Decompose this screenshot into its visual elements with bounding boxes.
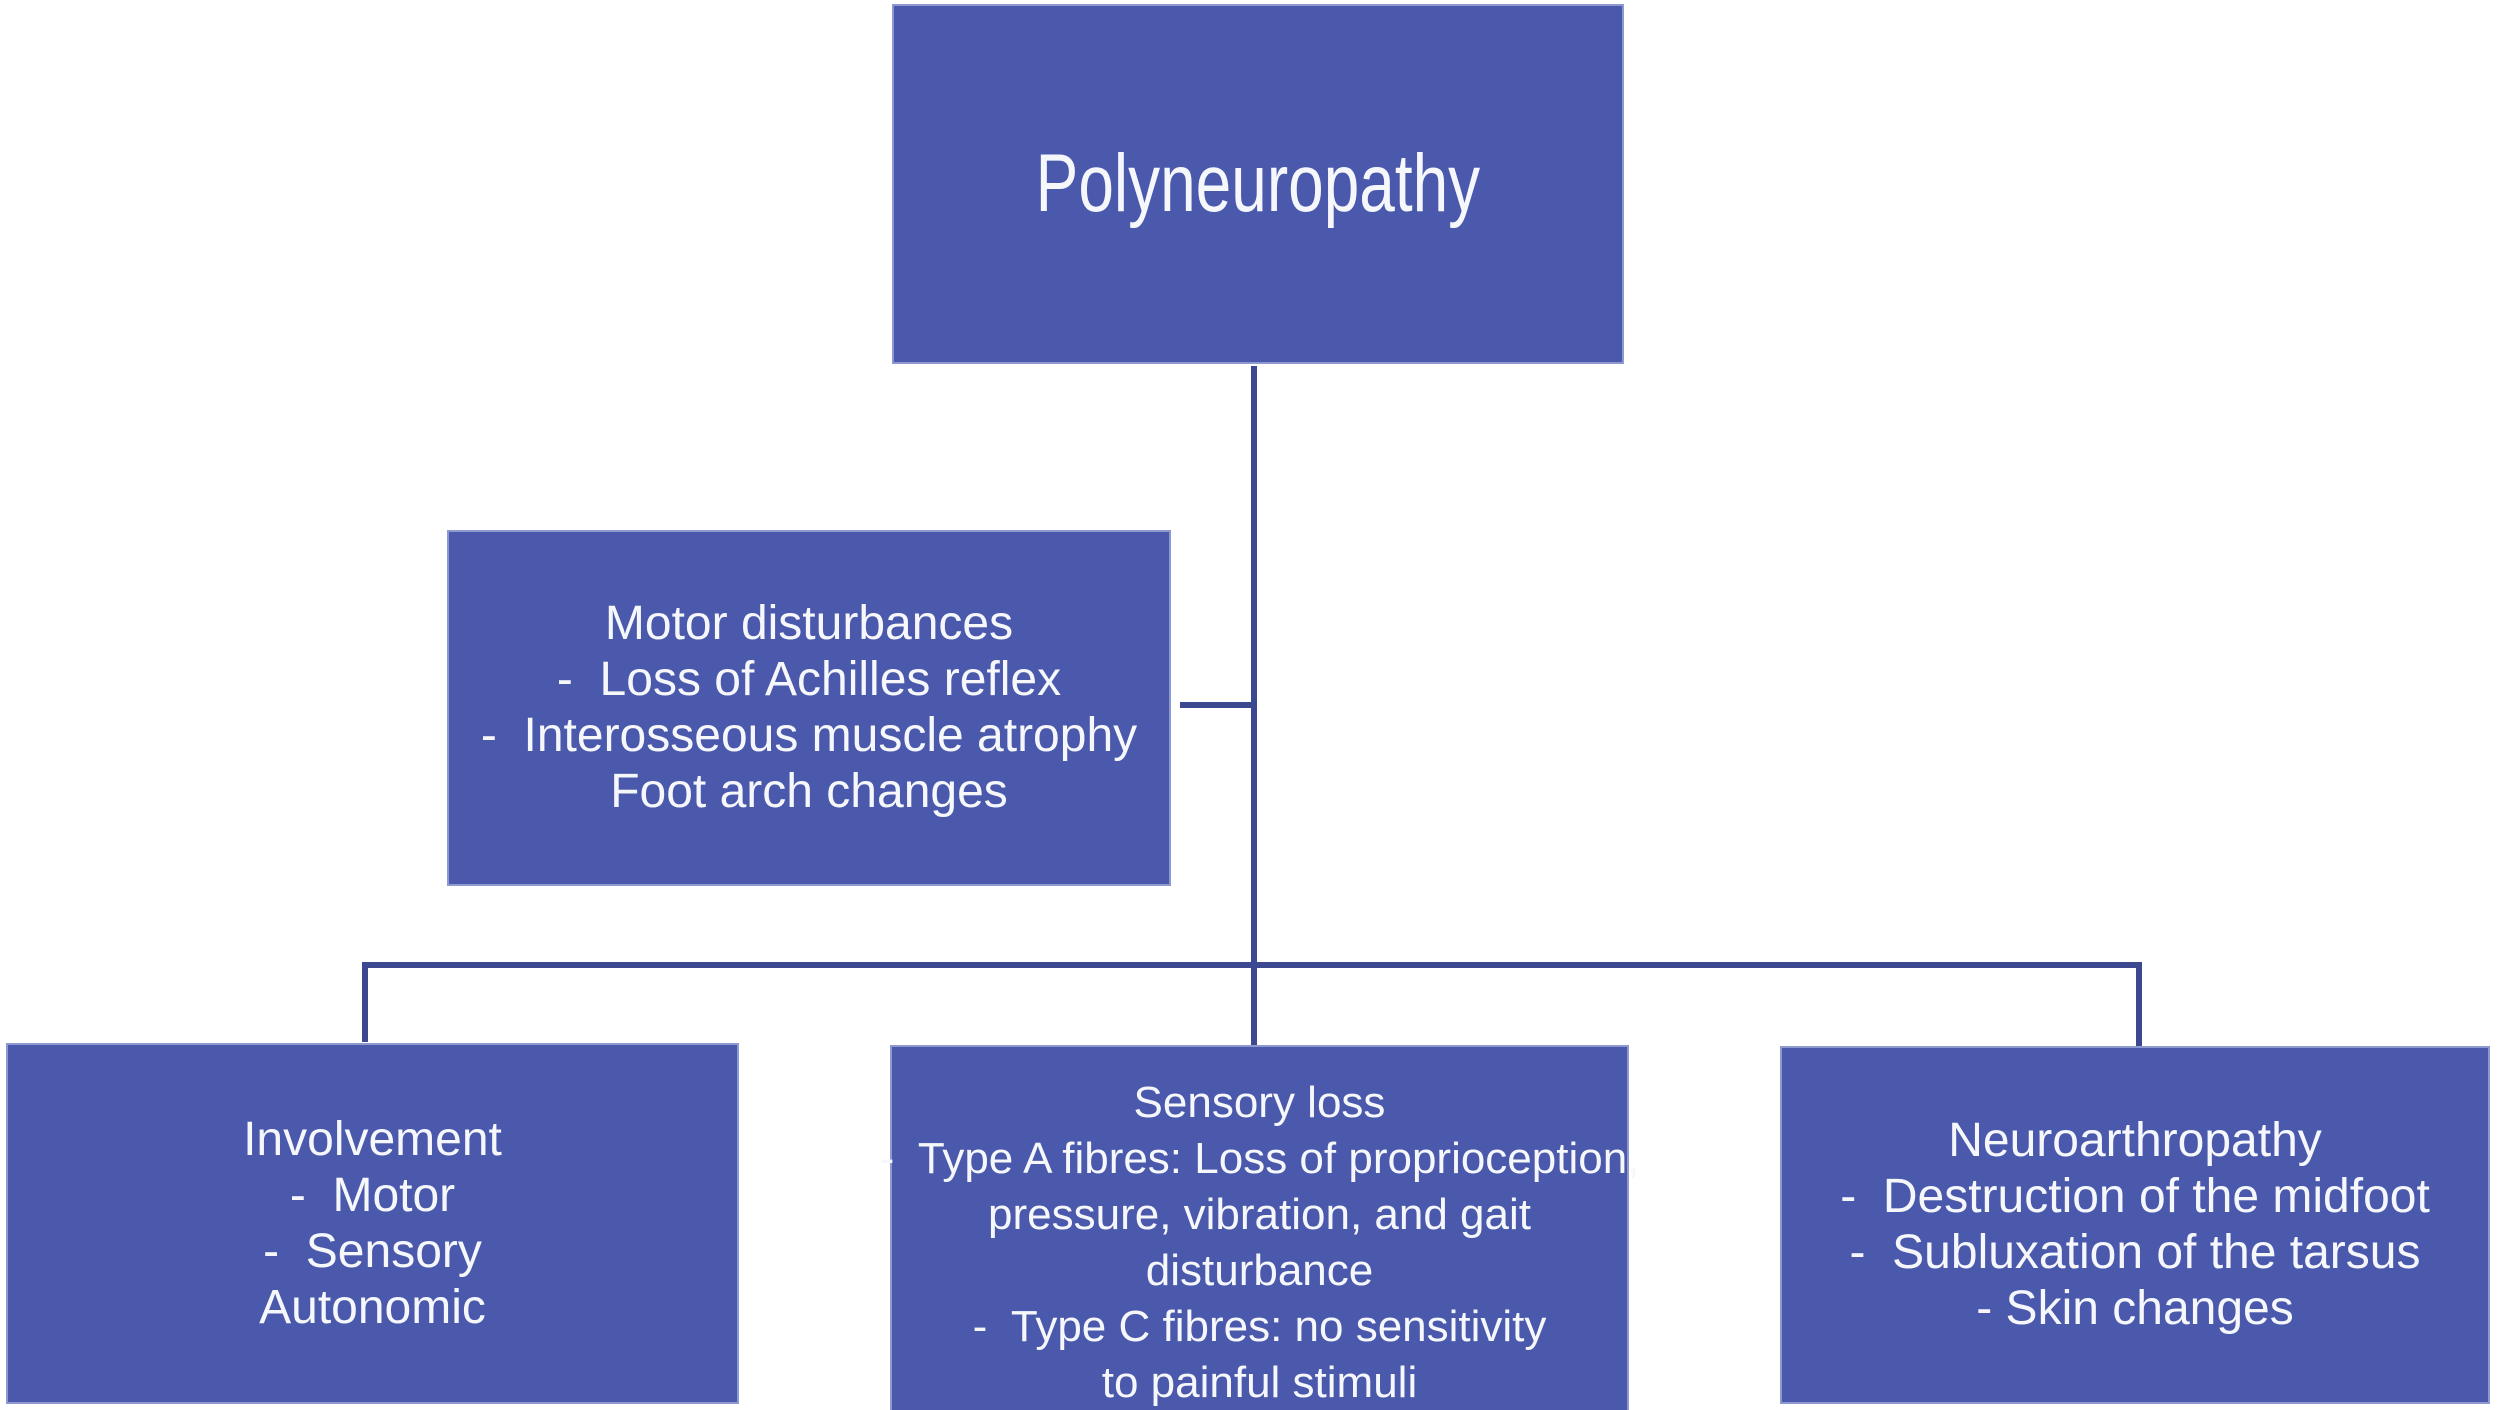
node-polyneuropathy: Polyneuropathy bbox=[892, 4, 1624, 364]
text-line: disturbance bbox=[1145, 1246, 1374, 1295]
node-motor-disturbances: Motor disturbances- Loss of Achilles ref… bbox=[447, 530, 1171, 886]
node-polyneuropathy-label: Polyneuropathy bbox=[1035, 138, 1481, 229]
text-line: Foot arch changes bbox=[610, 765, 1008, 818]
text-line: Involvement bbox=[243, 1112, 502, 1166]
connector-motor-to-main-line bbox=[1180, 702, 1257, 708]
text-line: Sensory loss bbox=[1133, 1078, 1386, 1127]
text-line: - Interosseous muscle atrophy bbox=[480, 709, 1138, 762]
text-line: - Motor bbox=[289, 1168, 456, 1222]
text-line: - Type C fibres: no sensitivity bbox=[972, 1302, 1547, 1351]
text-line: - Destruction of the midfoot bbox=[1840, 1170, 2430, 1223]
connector-horizontal-branch-bar bbox=[362, 962, 2142, 968]
text-line: - Skin changes bbox=[1976, 1282, 2294, 1335]
node-sensory-loss: Sensory loss - Type A fibres: Loss of pro… bbox=[880, 1045, 1639, 1410]
text-line: Motor disturbances bbox=[604, 597, 1014, 650]
connector-drop-to-neuroarthropathy bbox=[2136, 962, 2142, 1046]
text-line: Autonomic bbox=[259, 1280, 486, 1334]
connector-drop-to-involvement bbox=[362, 962, 368, 1042]
node-neuroarthropathy: Neuroarthropathy- Destruction of the mid… bbox=[1780, 1046, 2490, 1404]
text-line: - Loss of Achilles reflex bbox=[556, 653, 1062, 706]
text-line: Neuroarthropathy bbox=[1948, 1114, 2322, 1167]
text-line: - Subluxation of the tarsus bbox=[1849, 1226, 2421, 1279]
text-line: - Sensory bbox=[263, 1224, 482, 1278]
text-line: to painful stimuli bbox=[1101, 1358, 1418, 1407]
text-line: - Type A fibres: Loss of proprioception, bbox=[879, 1134, 1640, 1183]
text-line: pressure, vibration, and gait bbox=[988, 1190, 1531, 1239]
